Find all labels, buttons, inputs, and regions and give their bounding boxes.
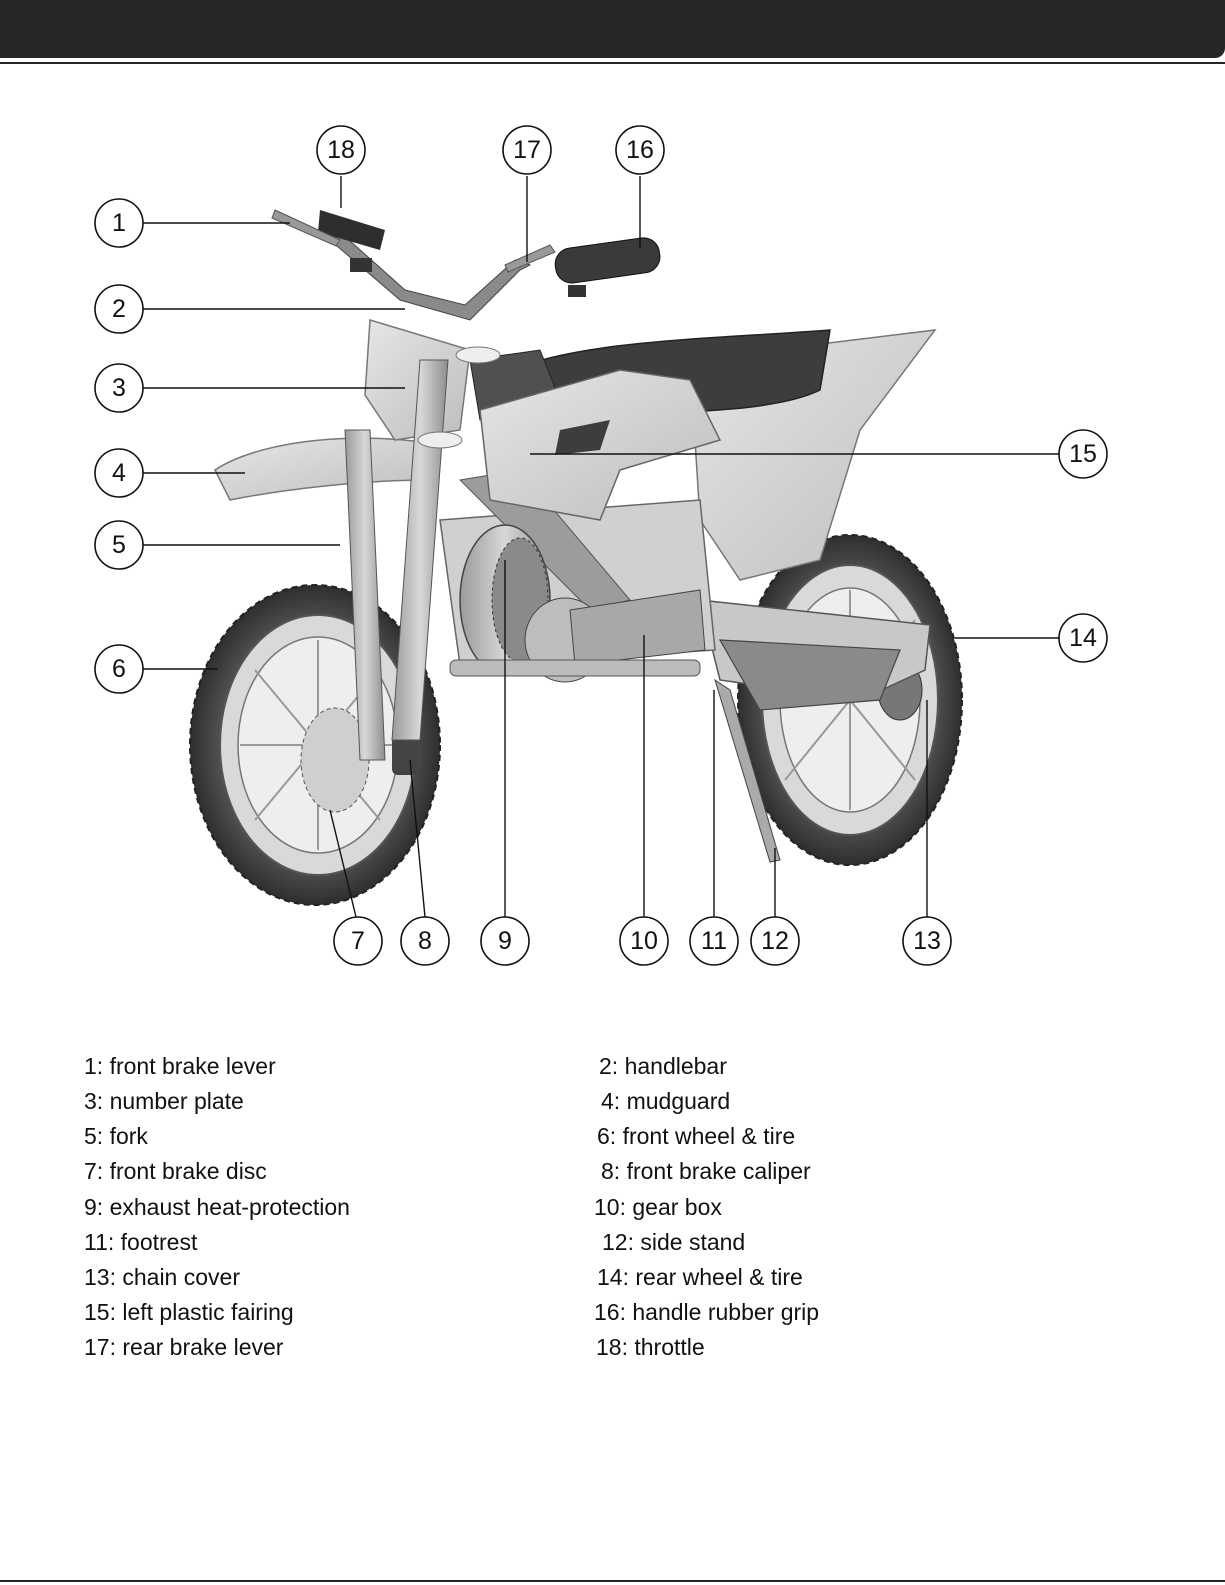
svg-text:10: 10	[630, 927, 658, 955]
svg-text:14: 14	[1069, 624, 1097, 652]
svg-text:13: 13	[913, 927, 941, 955]
legend-item: 5: fork	[84, 1123, 148, 1149]
callout-8: 8	[400, 916, 450, 966]
legend-item: 18: throttle	[596, 1334, 705, 1360]
svg-text:7: 7	[351, 927, 365, 955]
svg-text:8: 8	[418, 927, 432, 955]
svg-text:18: 18	[327, 136, 355, 164]
legend-item: 3: number plate	[84, 1088, 244, 1114]
legend-item: 7: front brake disc	[84, 1158, 267, 1184]
legend-item: 2: handlebar	[599, 1053, 727, 1079]
callout-6: 6	[94, 644, 144, 694]
callout-11: 11	[689, 916, 739, 966]
svg-text:15: 15	[1069, 440, 1097, 468]
svg-text:11: 11	[701, 927, 727, 955]
leader-lines	[143, 176, 1059, 918]
legend-item: 6: front wheel & tire	[597, 1123, 796, 1149]
callout-9: 9	[480, 916, 530, 966]
motorcycle-illustration	[189, 209, 963, 906]
svg-text:5: 5	[112, 531, 126, 559]
legend-item: 14: rear wheel & tire	[597, 1264, 803, 1290]
legend-item: 4: mudguard	[601, 1088, 731, 1114]
svg-text:6: 6	[112, 655, 126, 683]
callout-18: 18	[316, 125, 366, 175]
callout-16: 16	[615, 125, 665, 175]
legend-item: 13: chain cover	[84, 1264, 240, 1290]
header-bar	[0, 0, 1225, 58]
callout-12: 12	[750, 916, 800, 966]
legend-item: 1: front brake lever	[84, 1053, 276, 1079]
callout-14: 14	[1058, 613, 1108, 663]
callout-10: 10	[619, 916, 669, 966]
svg-text:1: 1	[112, 209, 126, 237]
footer-rule	[0, 1580, 1225, 1582]
svg-text:3: 3	[112, 374, 126, 402]
svg-text:9: 9	[498, 927, 512, 955]
callout-13: 13	[902, 916, 952, 966]
legend-item: 10: gear box	[594, 1194, 722, 1220]
svg-text:2: 2	[112, 295, 126, 323]
legend-item: 17: rear brake lever	[84, 1334, 284, 1360]
callout-17: 17	[502, 125, 552, 175]
svg-text:4: 4	[112, 459, 126, 487]
callout-1: 1	[94, 198, 144, 248]
callout-5: 5	[94, 520, 144, 570]
svg-text:16: 16	[626, 136, 654, 164]
legend-item: 12: side stand	[602, 1229, 746, 1255]
header-rule	[0, 62, 1225, 64]
legend-item: 8: front brake caliper	[601, 1158, 811, 1184]
callout-7: 7	[333, 916, 383, 966]
callout-3: 3	[94, 363, 144, 413]
svg-text:12: 12	[761, 927, 789, 955]
legend-item: 15: left plastic fairing	[84, 1299, 294, 1325]
legend-item: 16: handle rubber grip	[594, 1299, 820, 1325]
callout-4: 4	[94, 448, 144, 498]
legend-item: 11: footrest	[84, 1229, 198, 1255]
callout-15: 15	[1058, 429, 1108, 479]
svg-text:17: 17	[513, 136, 541, 164]
motorcycle-diagram: 1 2 3 4 5 6 7 8 9 10 11 12 13 14 15 16 1…	[94, 125, 1108, 966]
callout-2: 2	[94, 284, 144, 334]
legend-item: 9: exhaust heat-protection	[84, 1194, 350, 1220]
